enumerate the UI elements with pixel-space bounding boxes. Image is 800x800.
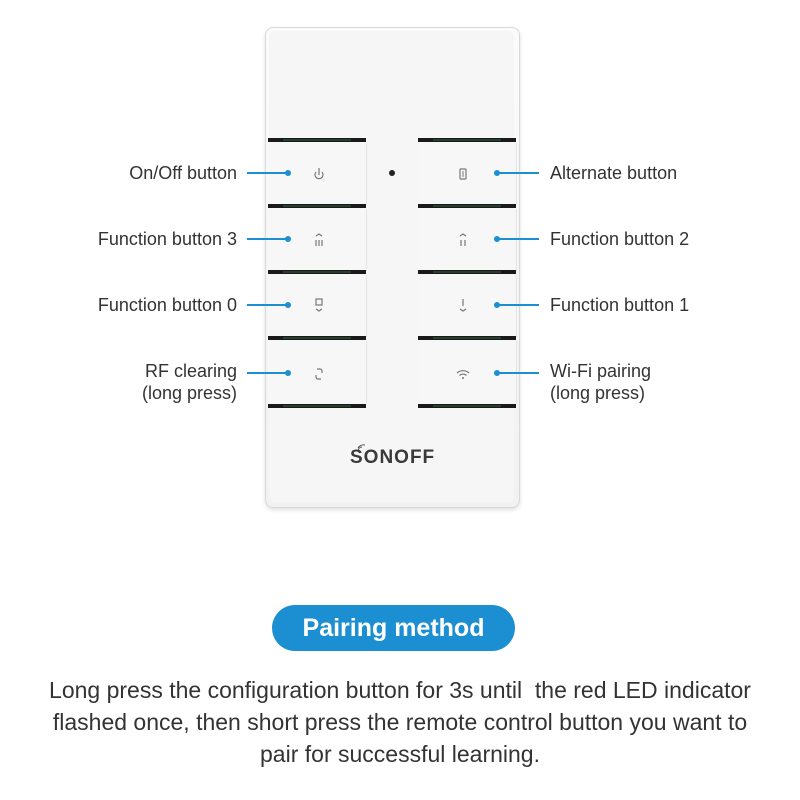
callout-dot: [494, 302, 500, 308]
wifi-icon: [455, 366, 471, 382]
alternate-button-label: Alternate button: [550, 163, 678, 183]
pairing-description-line3: pair for successful learning.: [260, 741, 540, 767]
divider-bar: [418, 270, 516, 274]
divider-bar: [268, 138, 366, 142]
divider-bar: [268, 204, 366, 208]
divider-bar: [268, 404, 366, 408]
function-3-pad[interactable]: [268, 209, 367, 271]
function-button-2-label: Function button 2: [550, 229, 690, 249]
alternate-icon: [455, 166, 471, 182]
function-0-icon: [311, 298, 327, 314]
wifi-pairing-label-line1: Wi-Fi pairing: [550, 361, 652, 381]
callout-dot: [285, 170, 291, 176]
function-1-icon: [455, 298, 471, 314]
function-2-pad[interactable]: [418, 209, 517, 271]
callout-line: [497, 172, 539, 174]
divider-bar: [418, 336, 516, 340]
pairing-method-title: Pairing method: [272, 605, 515, 651]
callout-line: [497, 238, 539, 240]
wifi-pairing-label-line2: (long press): [550, 383, 646, 403]
callout-line: [497, 372, 539, 374]
function-button-3-label: Function button 3: [97, 229, 237, 249]
pairing-description-line1: Long press the configuration button for …: [49, 677, 751, 703]
pairing-description-line2: flashed once, then short press the remot…: [52, 709, 748, 735]
callout-line: [247, 172, 287, 174]
power-icon: [311, 166, 327, 182]
callout-line: [247, 304, 287, 306]
rf-clearing-label-line1: RF clearing: [144, 361, 237, 381]
led-indicator: [389, 170, 395, 176]
divider-bar: [418, 138, 516, 142]
callout-dot: [494, 370, 500, 376]
function-1-pad[interactable]: [418, 275, 517, 337]
function-3-icon: [311, 232, 327, 248]
brand-wifi-icon: [356, 440, 366, 452]
callout-line: [247, 238, 287, 240]
pairing-description: Long press the configuration button for …: [0, 674, 800, 770]
divider-bar: [268, 336, 366, 340]
brand-logo: SONOFF: [350, 447, 436, 468]
rf-clearing-label-line2: (long press): [141, 383, 237, 403]
function-button-1-label: Function button 1: [550, 295, 690, 315]
alternate-pad[interactable]: [418, 143, 517, 205]
on-off-button-label: On/Off button: [129, 163, 237, 183]
callout-dot: [285, 236, 291, 242]
divider-bar: [268, 270, 366, 274]
divider-bar: [418, 404, 516, 408]
function-button-0-label: Function button 0: [97, 295, 237, 315]
rf-clearing-label: RF clearing (long press): [142, 360, 237, 404]
callout-dot: [494, 170, 500, 176]
wifi-pairing-label: Wi-Fi pairing (long press): [550, 360, 651, 404]
callout-line: [497, 304, 539, 306]
on-off-pad[interactable]: [268, 143, 367, 205]
link-icon: [311, 366, 327, 382]
function-0-pad[interactable]: [268, 275, 367, 337]
callout-dot: [494, 236, 500, 242]
callout-line: [247, 372, 287, 374]
function-2-icon: [455, 232, 471, 248]
callout-dot: [285, 302, 291, 308]
callout-dot: [285, 370, 291, 376]
divider-bar: [418, 204, 516, 208]
